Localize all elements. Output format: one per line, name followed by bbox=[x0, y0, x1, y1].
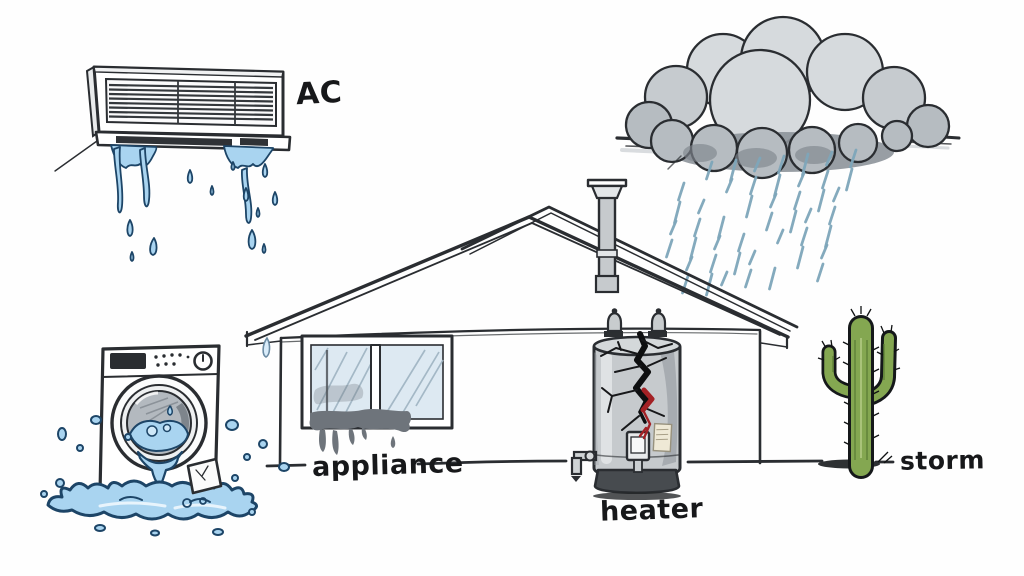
eave-drip bbox=[262, 336, 271, 358]
water-heater-illustration bbox=[570, 308, 682, 500]
label-heater: heater bbox=[599, 493, 704, 528]
label-appliance: appliance bbox=[311, 448, 465, 483]
left-wall bbox=[278, 336, 283, 466]
rain-dash bbox=[685, 255, 694, 272]
rain-dash bbox=[733, 251, 742, 276]
rain-dash bbox=[705, 160, 714, 181]
cactus-icon bbox=[817, 306, 901, 479]
vent-grille bbox=[108, 81, 274, 125]
rain-dash bbox=[693, 217, 702, 238]
rain-dash bbox=[824, 224, 833, 249]
heater-sticker bbox=[652, 422, 673, 453]
water-stain bbox=[309, 409, 412, 455]
rain-dash bbox=[801, 152, 810, 177]
rain-dash bbox=[709, 253, 718, 274]
rain-dash bbox=[665, 238, 674, 259]
tank-fittings bbox=[604, 308, 667, 337]
rain-dash bbox=[737, 232, 746, 253]
rain-dash bbox=[845, 167, 854, 192]
rain-dash bbox=[768, 266, 777, 291]
label-storm: storm bbox=[899, 445, 986, 476]
storm-cloud-icon bbox=[615, 15, 961, 180]
rain-dash bbox=[769, 192, 778, 209]
rain-dash bbox=[825, 150, 834, 167]
rain-dash bbox=[773, 173, 782, 198]
rain-dash bbox=[729, 158, 738, 183]
rain-dash bbox=[713, 234, 722, 251]
rain-dash bbox=[820, 243, 829, 260]
rain-dash bbox=[744, 268, 753, 289]
rain-dash bbox=[745, 194, 754, 219]
rain-dash bbox=[796, 245, 805, 270]
house-illustration bbox=[244, 205, 799, 466]
door-spill bbox=[136, 450, 184, 489]
rain-dash bbox=[717, 215, 726, 240]
rain-dash bbox=[816, 262, 825, 283]
ac-unit-icon bbox=[54, 65, 292, 262]
rain-dash bbox=[821, 169, 830, 190]
rain-dash bbox=[804, 207, 813, 224]
rain-dash bbox=[777, 154, 786, 175]
rain-dash bbox=[720, 270, 729, 287]
flue-pipe-icon bbox=[586, 178, 628, 294]
roof-line bbox=[244, 215, 790, 339]
rain-dash bbox=[789, 209, 798, 234]
rain-dash bbox=[673, 200, 682, 225]
rain-dash bbox=[797, 171, 806, 188]
rain-dash bbox=[697, 198, 706, 215]
rain-dash bbox=[800, 226, 809, 247]
rain-icon bbox=[665, 148, 858, 297]
ac-drips bbox=[110, 144, 279, 262]
rain-dash bbox=[832, 186, 841, 203]
rain-dash bbox=[677, 181, 686, 202]
rain-dash bbox=[828, 205, 837, 226]
drain-valve bbox=[570, 450, 598, 482]
rain-dash bbox=[765, 211, 774, 232]
washing-machine-illustration bbox=[40, 344, 290, 537]
rain-dash bbox=[669, 219, 678, 236]
rain-dash bbox=[776, 228, 785, 245]
heater-crack bbox=[600, 331, 673, 440]
rain-dash bbox=[749, 175, 758, 196]
rain-dash bbox=[817, 188, 826, 213]
rain-dash bbox=[849, 148, 858, 169]
rain-dash bbox=[725, 177, 734, 194]
rain-dash bbox=[793, 190, 802, 211]
rain-dash bbox=[748, 249, 757, 266]
washer-door bbox=[110, 374, 208, 472]
detergent-drawer bbox=[110, 353, 146, 369]
rain-dash bbox=[689, 236, 698, 261]
fallen-panel bbox=[186, 457, 223, 495]
label-ac: AC bbox=[295, 74, 344, 113]
rain-dash bbox=[753, 156, 762, 173]
cactus-spines bbox=[817, 306, 901, 446]
control-buttons bbox=[154, 353, 190, 367]
